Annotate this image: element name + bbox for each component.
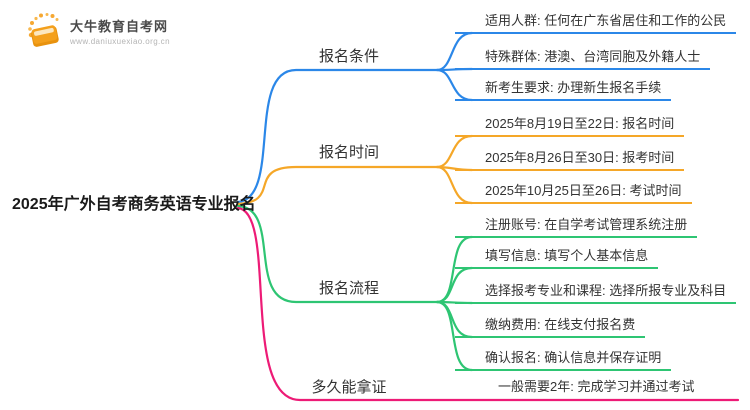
branch-curve-conditions bbox=[236, 68, 439, 204]
node-duration: 一般需要2年: 完成学习并通过考试 bbox=[498, 379, 695, 394]
site-url: www.daniuxuexiao.org.cn bbox=[70, 37, 170, 46]
node-new-student-req: 新考生要求: 办理新生报名手续 bbox=[455, 79, 672, 101]
node-exam-date: 2025年10月25日至26日: 考试时间 bbox=[455, 182, 692, 204]
branch-label-conditions: 报名条件 bbox=[318, 48, 379, 65]
node-confirm: 确认报名: 确认信息并保存证明 bbox=[455, 349, 672, 371]
node-audience: 适用人群: 任何在广东省居住和工作的公民 bbox=[455, 12, 737, 34]
branch-curve-time bbox=[236, 165, 439, 206]
site-logo: 大牛教育自考网 www.daniuxuexiao.org.cn bbox=[24, 11, 170, 51]
node-create-account: 注册账号: 在自学考试管理系统注册 bbox=[455, 216, 698, 238]
node-fill-info: 填写信息: 填写个人基本信息 bbox=[455, 247, 659, 269]
branch-label-time: 报名时间 bbox=[318, 144, 379, 161]
site-name: 大牛教育自考网 bbox=[70, 19, 169, 34]
node-special-groups: 特殊群体: 港澳、台湾同胞及外籍人士 bbox=[455, 48, 711, 70]
logo-book-icon bbox=[28, 13, 59, 47]
node-register-date: 2025年8月19日至22日: 报名时间 bbox=[455, 115, 685, 137]
branch-label-process: 报名流程 bbox=[318, 280, 379, 297]
node-pay-fee: 缴纳费用: 在线支付报名费 bbox=[455, 316, 646, 338]
node-choose-major: 选择报考专业和课程: 选择所报专业及科目 bbox=[455, 282, 737, 304]
branch-label-duration: 多久能拿证 bbox=[311, 379, 387, 396]
node-apply-date: 2025年8月26日至30日: 报考时间 bbox=[455, 149, 685, 171]
root-node: 2025年广外自考商务英语专业报名 bbox=[12, 196, 256, 213]
